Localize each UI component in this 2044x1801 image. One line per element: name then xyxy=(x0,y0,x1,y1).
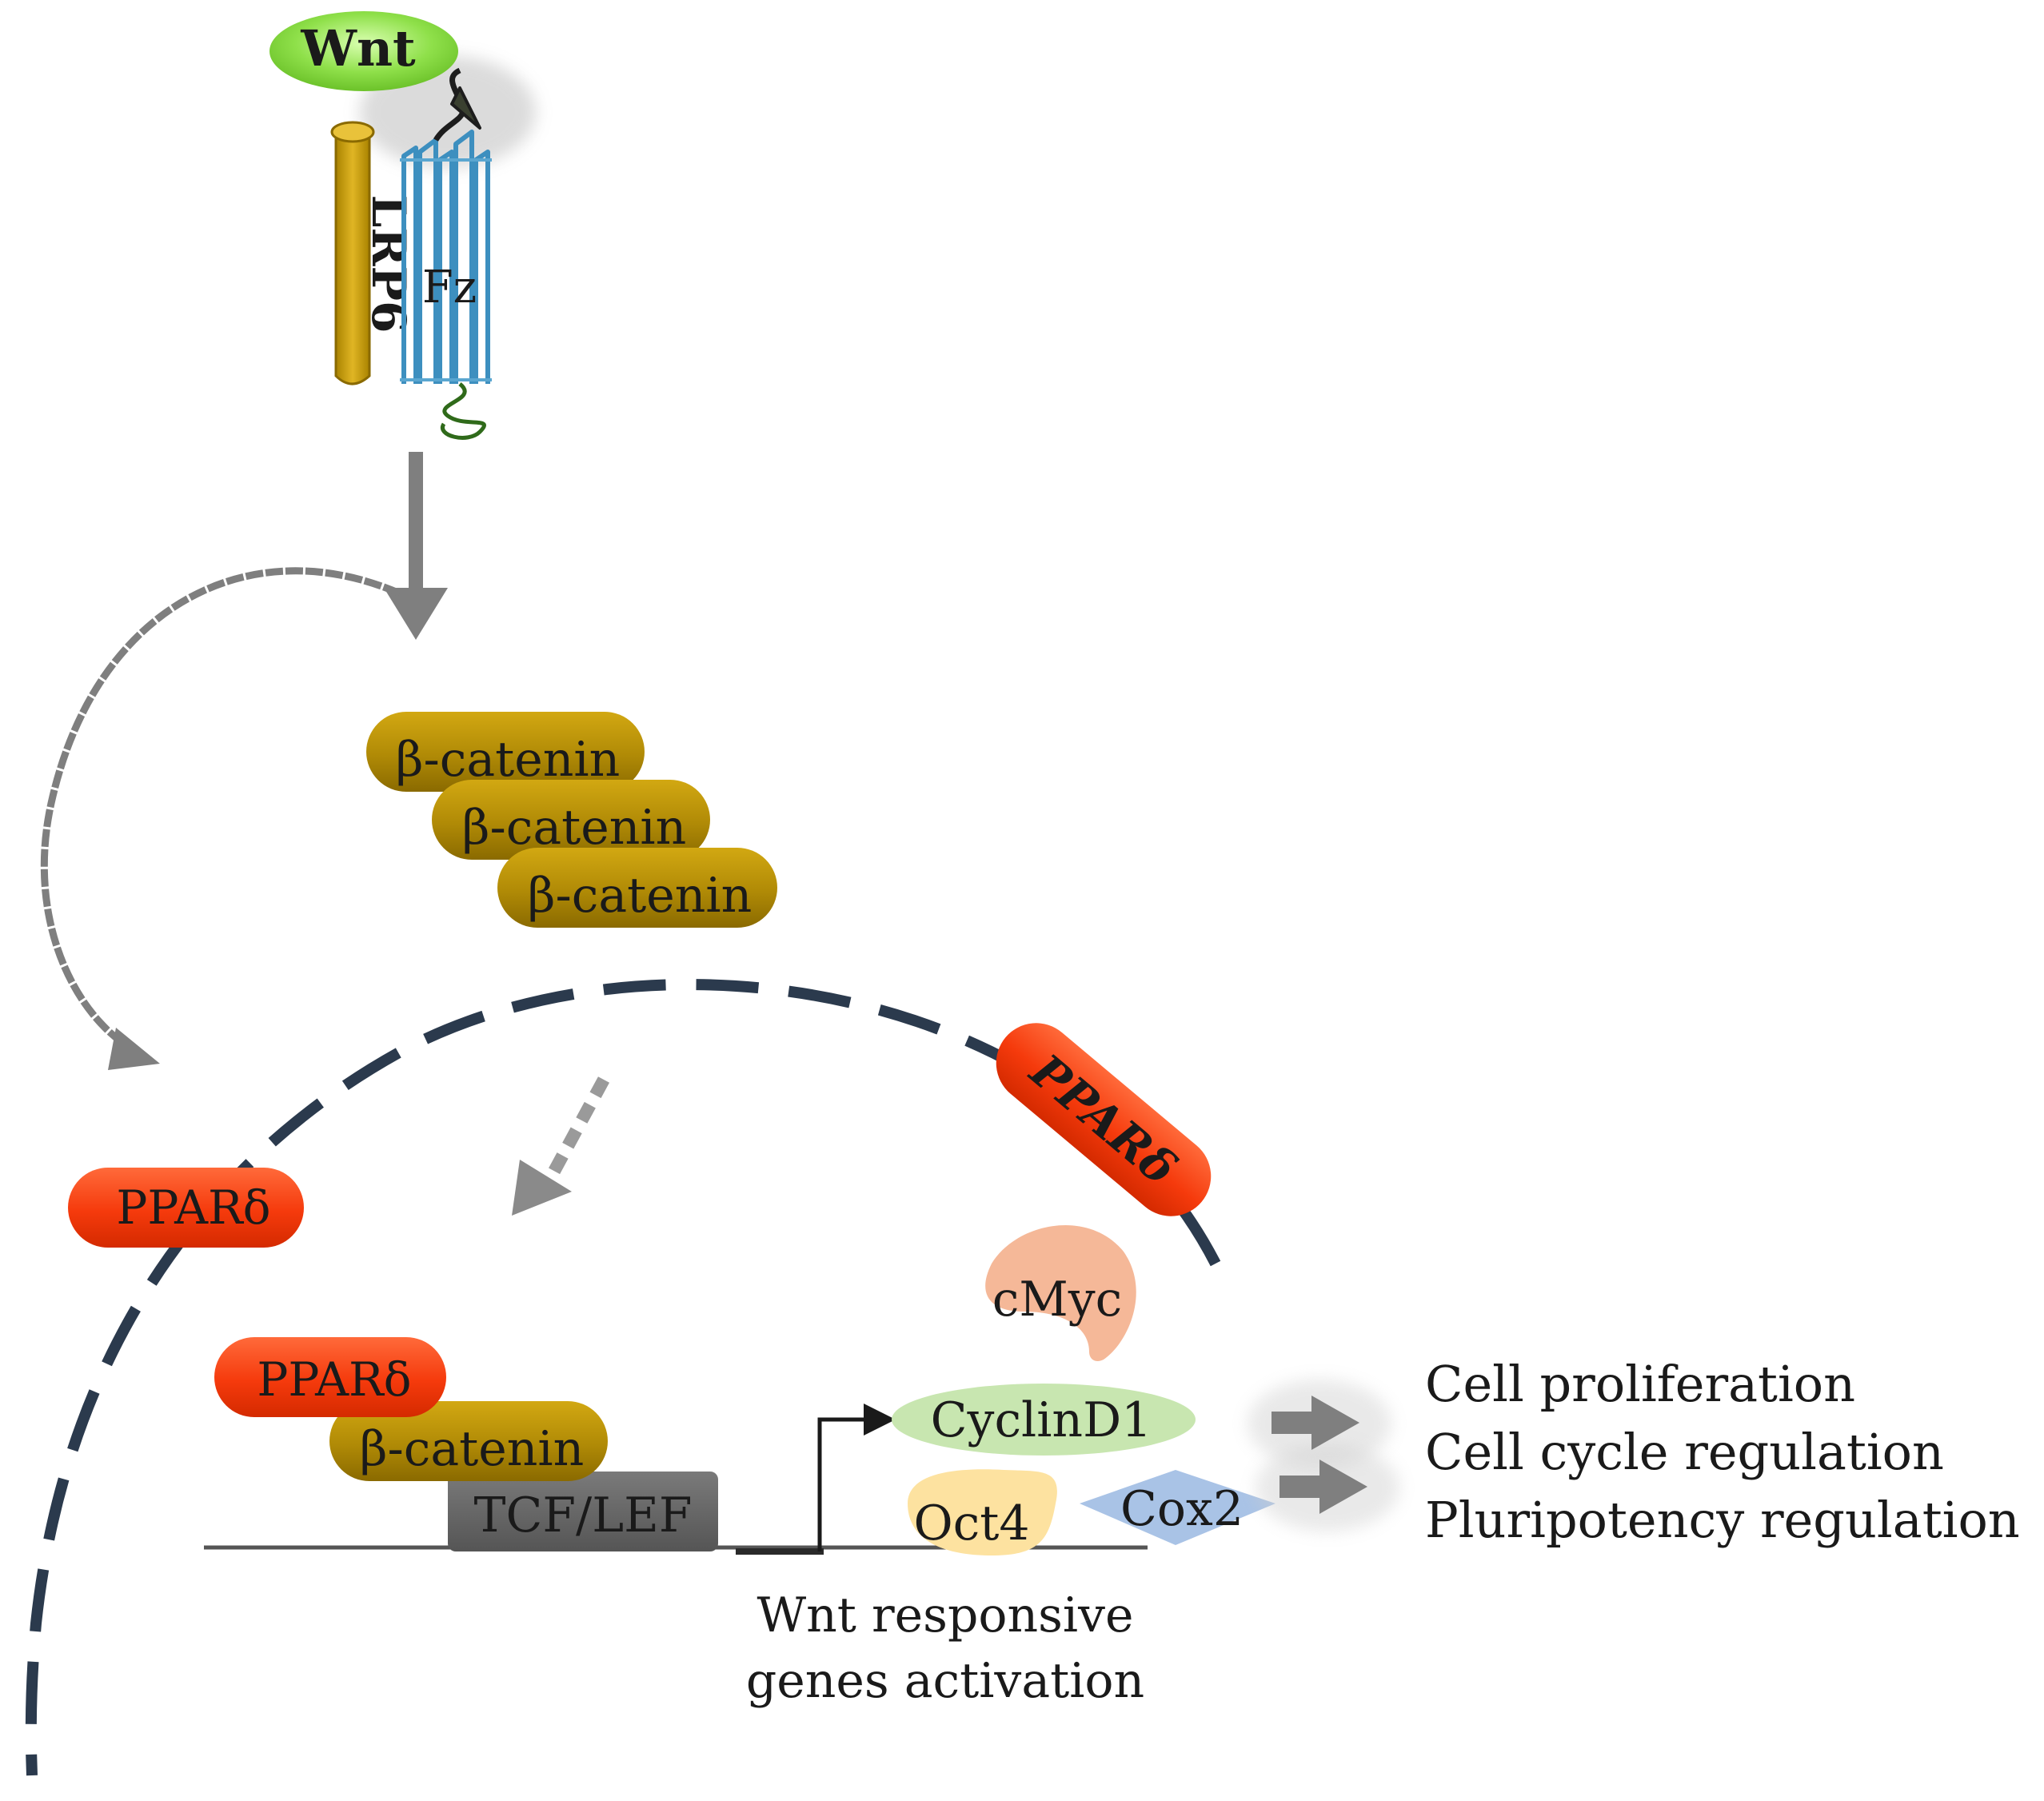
transcription-complex: TCF/LEF β-catenin PPARδ xyxy=(214,1337,718,1551)
curved-activation-arrow xyxy=(40,567,401,1070)
cox2-label: Cox2 xyxy=(1120,1481,1244,1537)
beta-catenin-label: β-catenin xyxy=(360,1421,584,1477)
outcome-pluripotency-regulation: Pluripotency regulation xyxy=(1425,1491,2020,1549)
ppar-delta-label: PPARδ xyxy=(257,1352,411,1407)
activation-caption-line2: genes activation xyxy=(746,1653,1144,1709)
oct4-label: Oct4 xyxy=(913,1496,1029,1551)
nuclear-envelope xyxy=(25,979,1221,1776)
oct4-protein: Oct4 xyxy=(908,1469,1057,1555)
outcome-arrows xyxy=(1248,1380,1399,1531)
fz-label: Fz xyxy=(422,262,477,313)
beta-catenin-label: β-catenin xyxy=(528,868,752,924)
outcome-arrow xyxy=(1279,1460,1367,1514)
outcome-cell-proliferation: Cell proliferation xyxy=(1425,1355,1855,1413)
activation-caption-line1: Wnt responsive xyxy=(757,1587,1133,1643)
cmyc-label: cMyc xyxy=(992,1272,1123,1328)
ppar-delta-label: PPARδ xyxy=(116,1180,270,1235)
cyclind1-protein: CyclinD1 xyxy=(892,1384,1196,1456)
ppar-delta-complex: PPARδ xyxy=(214,1337,446,1417)
beta-catenin-label: β-catenin xyxy=(396,732,620,788)
nuclear-translocation-dotted-arrow xyxy=(512,1076,610,1216)
cmyc-protein: cMyc xyxy=(985,1225,1136,1361)
wnt-ligand: Wnt xyxy=(269,11,458,91)
beta-catenin-pill: β-catenin xyxy=(432,780,710,860)
beta-catenin-complex: β-catenin xyxy=(329,1401,608,1481)
frizzled-receptor xyxy=(400,67,492,440)
tcf-lef-box: TCF/LEF xyxy=(448,1472,718,1551)
ppar-delta-membrane: PPARδ xyxy=(996,1023,1212,1216)
beta-catenin-stack: β-catenin β-catenin β-catenin xyxy=(366,712,777,928)
outcome-arrow xyxy=(1272,1396,1359,1450)
cyclind1-label: CyclinD1 xyxy=(931,1392,1152,1448)
tcf-lef-label: TCF/LEF xyxy=(473,1488,692,1543)
lrp6-label: LRP6 xyxy=(361,195,416,333)
receptor-complex: LRP6 Fz Wnt xyxy=(269,11,536,440)
cox2-protein: Cox2 xyxy=(1080,1470,1276,1545)
wnt-label: Wnt xyxy=(300,19,416,78)
outcomes-list: Cell proliferation Cell cycle regulation… xyxy=(1425,1355,2020,1549)
receptor-to-beta-catenin-arrow xyxy=(384,452,448,640)
beta-catenin-pill: β-catenin xyxy=(497,848,777,928)
lrp6-receptor: LRP6 xyxy=(330,121,416,385)
outcome-cell-cycle-regulation: Cell cycle regulation xyxy=(1425,1423,1944,1481)
beta-catenin-label: β-catenin xyxy=(462,800,686,856)
beta-catenin-pill: β-catenin xyxy=(366,712,645,792)
ppar-delta-cytoplasm: PPARδ xyxy=(68,1168,304,1248)
transcription-start-arrow xyxy=(817,1404,896,1551)
